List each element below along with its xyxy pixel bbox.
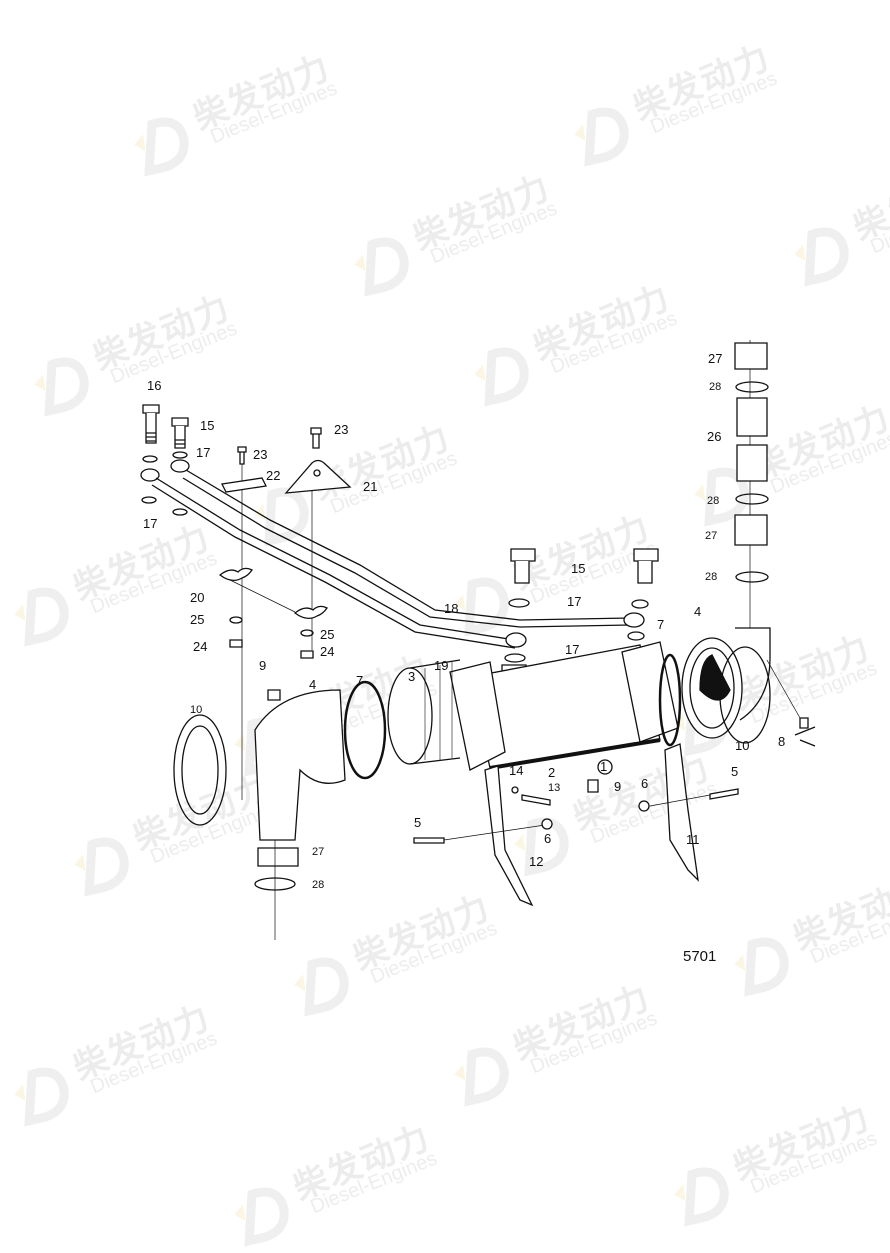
bracket-12 xyxy=(484,765,534,907)
callout-17: 17 xyxy=(567,594,582,609)
washer-25 xyxy=(300,629,314,637)
bolt-23 xyxy=(237,446,247,800)
callout-25: 25 xyxy=(190,612,205,627)
callout-23: 23 xyxy=(253,447,268,462)
callout-5: 5 xyxy=(731,764,739,779)
plug-9 xyxy=(267,689,281,701)
callout-15: 15 xyxy=(571,561,586,576)
washer-17 xyxy=(508,598,530,608)
callout-14: 14 xyxy=(509,763,524,778)
parts-diagram xyxy=(140,340,816,940)
callout-26: 26 xyxy=(707,429,722,444)
end-cover-4 xyxy=(681,627,771,739)
washer-17 xyxy=(141,496,157,504)
pipe-18-19 xyxy=(140,459,645,649)
bolt-5 xyxy=(709,788,739,800)
callout-9: 9 xyxy=(259,658,267,673)
end-cover-4 xyxy=(254,689,346,841)
callout-28: 28 xyxy=(312,879,325,891)
clamp-28 xyxy=(735,381,769,393)
callout-9: 9 xyxy=(614,779,622,794)
callout-10: 10 xyxy=(190,704,203,716)
washer-17 xyxy=(504,653,526,663)
callout-23: 23 xyxy=(334,422,349,437)
callout-6: 6 xyxy=(544,831,552,846)
callout-8: 8 xyxy=(778,734,786,749)
callout-7: 7 xyxy=(356,673,364,688)
callout-28: 28 xyxy=(707,495,720,507)
callout-18: 18 xyxy=(444,601,459,616)
callout-4: 4 xyxy=(309,677,317,692)
plug-9 xyxy=(587,779,599,793)
callout-3: 3 xyxy=(408,669,416,684)
callout-28: 28 xyxy=(709,381,722,393)
washer-25 xyxy=(229,616,243,624)
callout-20: 20 xyxy=(190,590,205,605)
washer-17 xyxy=(142,455,158,463)
banjo-bolt-15 xyxy=(510,548,536,584)
callout-17: 17 xyxy=(196,445,211,460)
washer-17 xyxy=(631,599,649,609)
clip-20 xyxy=(218,567,253,582)
callout-25: 25 xyxy=(320,627,335,642)
callout-24: 24 xyxy=(193,639,208,654)
circle-callout-1 xyxy=(597,759,613,775)
bolt-5 xyxy=(413,837,445,844)
callout-4: 4 xyxy=(694,604,702,619)
callout-1: 1 xyxy=(600,759,608,774)
bracket-11 xyxy=(664,743,699,882)
o-ring-7 xyxy=(343,680,387,780)
callout-27: 27 xyxy=(705,530,718,542)
bolt-13 xyxy=(521,794,551,806)
callout-22: 22 xyxy=(266,468,281,483)
nut-24 xyxy=(229,639,243,648)
hose-27 xyxy=(734,342,768,370)
heat-exchanger-2 xyxy=(449,641,679,771)
callout-19: 19 xyxy=(434,658,449,673)
banjo-bolt-16 xyxy=(142,404,160,444)
bracket-22 xyxy=(221,477,267,493)
clamp-28 xyxy=(735,493,769,505)
callout-12: 12 xyxy=(529,854,544,869)
nut-6 xyxy=(638,800,650,812)
callout-7: 7 xyxy=(657,617,665,632)
hose-27 xyxy=(257,847,299,867)
nut-24 xyxy=(300,650,314,659)
hose-26 xyxy=(736,444,768,482)
washer-17 xyxy=(172,451,188,459)
callout-15: 15 xyxy=(200,418,215,433)
tube-insert-3 xyxy=(387,659,461,765)
clip-20 xyxy=(293,605,328,620)
hose-26 xyxy=(736,397,768,437)
clamp-28 xyxy=(735,571,769,583)
callout-27: 27 xyxy=(312,846,325,858)
banjo-bolt-15 xyxy=(171,417,189,449)
callout-13: 13 xyxy=(548,782,561,794)
callout-28: 28 xyxy=(705,571,718,583)
callout-16: 16 xyxy=(147,378,162,393)
callout-24: 24 xyxy=(320,644,335,659)
washer-17 xyxy=(627,631,645,641)
callout-11: 11 xyxy=(686,832,700,847)
hose-27 xyxy=(734,514,768,546)
nut-6 xyxy=(541,818,553,830)
drawing-number: 5701 xyxy=(683,948,717,965)
callout-17: 17 xyxy=(565,642,580,657)
o-ring-7 xyxy=(658,653,682,747)
banjo-bolt-15 xyxy=(633,548,659,584)
washer-14 xyxy=(511,786,519,794)
callout-6: 6 xyxy=(641,776,649,791)
bracket-21 xyxy=(284,459,352,494)
washer-17 xyxy=(172,508,188,516)
callout-2: 2 xyxy=(548,765,556,780)
gasket-10 xyxy=(173,714,227,826)
callout-5: 5 xyxy=(414,815,422,830)
callout-17: 17 xyxy=(143,516,158,531)
gasket-10 xyxy=(719,646,771,744)
callout-10: 10 xyxy=(735,738,750,753)
drain-cock-8 xyxy=(794,717,816,747)
callout-21: 21 xyxy=(363,479,378,494)
bolt-23 xyxy=(310,427,322,449)
callout-27: 27 xyxy=(708,351,723,366)
